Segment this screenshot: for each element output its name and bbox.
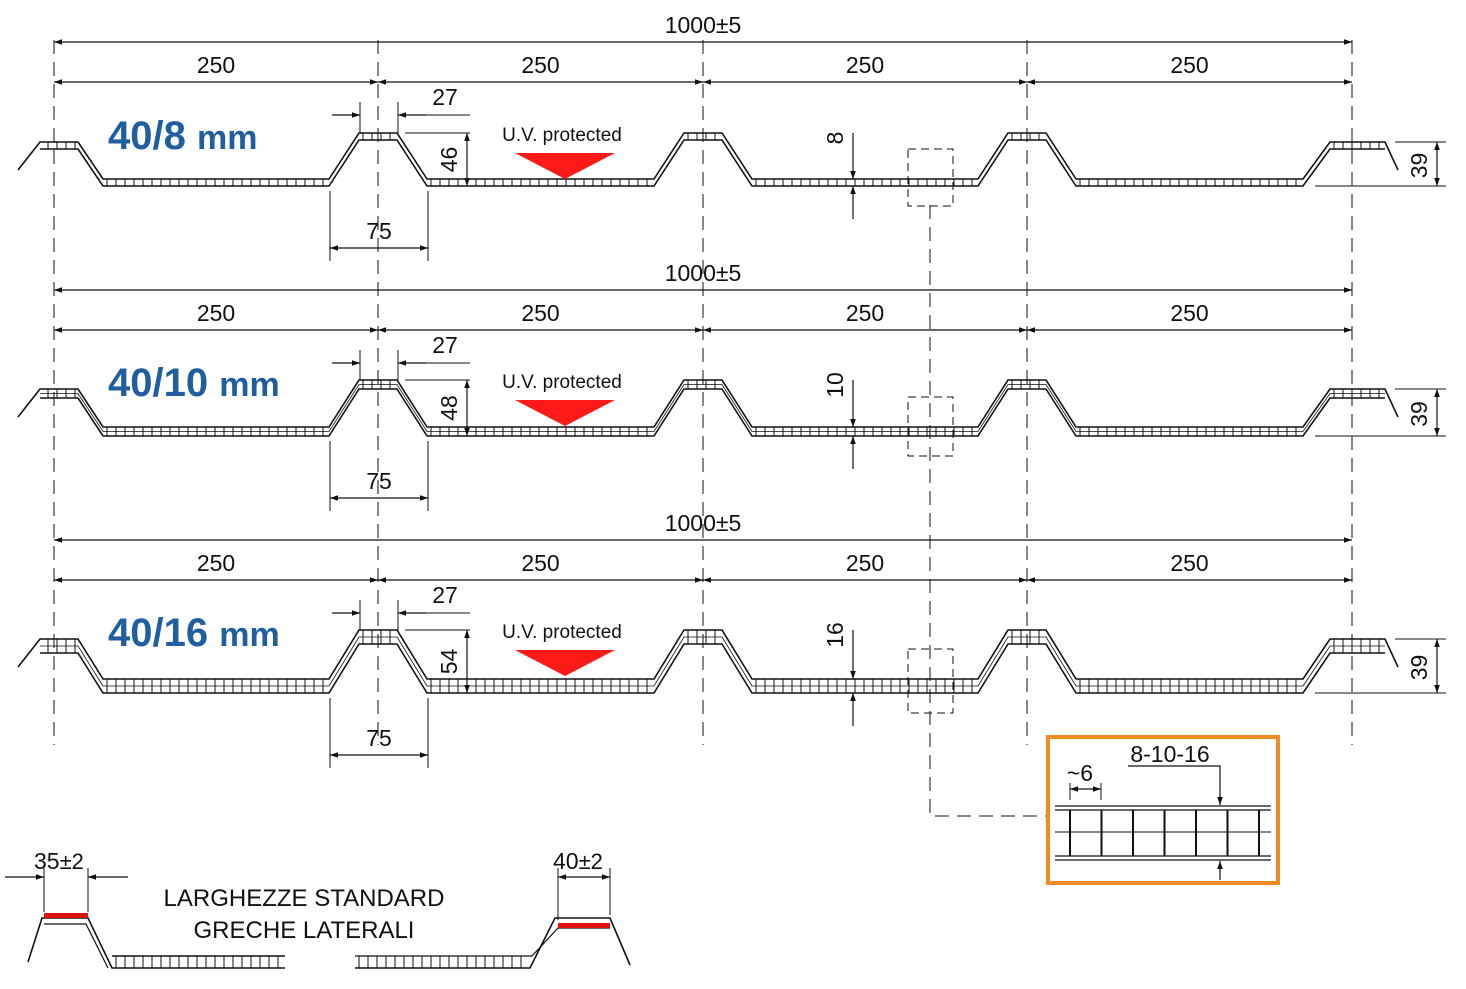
detail-leader-line [929,205,1050,817]
uv-protected-label: U.V. protected [502,622,622,643]
total-width-label: 1000±5 [665,510,742,536]
right-side-rib [355,917,631,969]
profile-upper-skin [17,629,1399,680]
profile-label-number: 40/10 [108,361,208,405]
thickness-label: 8 [822,132,848,145]
segment-label: 250 [197,300,235,326]
edge-height-label: 39 [1406,401,1432,427]
cell-width-label: ~6 [1067,760,1093,786]
segment-label: 250 [197,52,235,78]
left-rib-width-mark [44,913,88,918]
right-rib-width-mark [558,923,610,928]
profile-label-number: 40/16 [108,611,208,655]
uv-protected-label: U.V. protected [502,125,622,146]
profile-lower-skin [40,139,1385,187]
segment-label: 250 [1170,52,1208,78]
height-label: 54 [436,649,462,675]
total-width-label: 1000±5 [665,12,742,38]
uv-protected-label: U.V. protected [502,372,622,393]
thickness-label: 10 [822,372,848,398]
top-width-label: 27 [432,84,458,110]
left-rib-width-value: 35 [34,848,60,874]
uv-arrow-icon [515,650,615,676]
right-rib-width-label: 40±2 [553,848,603,874]
profile-label-number: 40/8 [108,114,186,158]
edge-height-label: 39 [1406,655,1432,681]
profile-upper-skin [17,132,1399,180]
profile-label-unit: mm [197,119,257,157]
segment-label: 250 [521,52,559,78]
detail-thickness-label: 8-10-16 [1130,741,1209,767]
bottom-width-label: 75 [366,218,392,244]
top-width-label: 27 [432,332,458,358]
profile-mid-wall [40,636,1385,687]
total-width-label: 1000±5 [665,260,742,286]
caption-line-1: LARGHEZZE STANDARD [164,885,445,912]
profile-label-unit: mm [219,366,279,404]
thickness-leader [1128,765,1223,805]
top-width-label: 27 [432,582,458,608]
profile-label: 40/8 mm [108,114,257,158]
segment-label: 250 [1170,300,1208,326]
segment-label: 250 [197,550,235,576]
right-rib-width-tolerance: ±2 [579,849,603,874]
profile-label: 40/16 mm [108,611,280,655]
segment-label: 250 [846,52,884,78]
left-rib-width-tolerance: ±2 [60,849,84,874]
uv-arrow-icon [515,400,615,426]
profile-lower-skin [40,643,1385,694]
segment-label: 250 [1170,550,1208,576]
profile-lower-skin [40,388,1385,437]
profile-label-unit: mm [219,616,279,654]
thickness-label: 16 [822,622,848,648]
bottom-width-label: 75 [366,468,392,494]
caption-line-2: GRECHE LATERALI [194,917,415,944]
segment-label: 250 [521,550,559,576]
segment-label: 250 [846,300,884,326]
left-side-rib-inner [44,923,109,969]
right-rib-width-value: 40 [553,848,579,874]
edge-height-label: 39 [1406,153,1432,179]
profile-label: 40/10 mm [108,361,280,405]
profile-mid-wall [40,384,1385,432]
uv-arrow-icon [515,153,615,179]
detail-marker-box [907,148,954,207]
left-rib-width-label: 35±2 [34,848,84,874]
bottom-width-label: 75 [366,725,392,751]
segment-label: 250 [846,550,884,576]
height-label: 46 [436,147,462,173]
height-label: 48 [436,395,462,421]
segment-label: 250 [521,300,559,326]
profile-upper-skin [17,379,1399,428]
